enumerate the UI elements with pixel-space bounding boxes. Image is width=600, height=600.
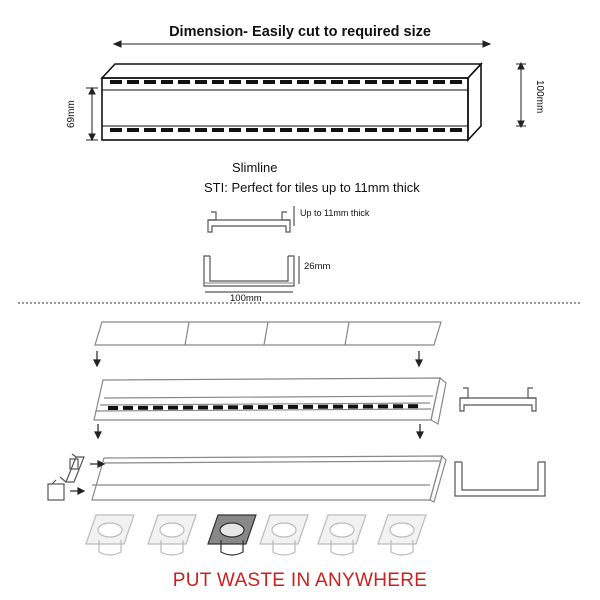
page-title: Dimension- Easily cut to required size (169, 24, 431, 40)
dimension-69mm (86, 86, 98, 142)
slot (229, 128, 241, 132)
slot (127, 80, 139, 84)
slot (331, 128, 343, 132)
slot (246, 128, 258, 132)
slot (382, 80, 394, 84)
slot (144, 128, 156, 132)
slot (212, 128, 224, 132)
waste-outlet (85, 514, 135, 556)
slot (212, 80, 224, 84)
slot (110, 128, 122, 132)
slot (263, 128, 275, 132)
top-dimension-arrow (112, 40, 492, 48)
waste-outlet-positions (85, 514, 427, 556)
slot (280, 80, 292, 84)
slot (348, 128, 360, 132)
tile-frame-slots (108, 404, 418, 410)
slot (288, 404, 298, 409)
slot (258, 405, 268, 410)
slot (183, 405, 193, 410)
waste-outlet (377, 514, 427, 556)
dimension-label-69mm: 69mm (66, 100, 77, 128)
dimension-label-100mm: 100mm (534, 80, 545, 114)
waste-outlet (317, 514, 367, 556)
top-channel-slots-upper (110, 80, 462, 84)
channel-profile (203, 255, 300, 293)
slot (198, 405, 208, 410)
slot (195, 128, 207, 132)
slot (161, 80, 173, 84)
slot (246, 80, 258, 84)
tile-frame (93, 376, 447, 425)
slot (213, 405, 223, 410)
slimline-title: Slimline (232, 160, 278, 175)
down-arrow-icons (93, 351, 424, 440)
slot (297, 128, 309, 132)
tile-thickness-label: Up to 11mm thick (300, 208, 370, 218)
channel-body (91, 454, 447, 503)
slot (433, 128, 445, 132)
slot (450, 80, 462, 84)
slot (123, 405, 133, 410)
slot (127, 128, 139, 132)
end-cap-upper (59, 453, 85, 483)
slot (318, 404, 328, 409)
slot (138, 405, 148, 410)
waste-outlet-selected (207, 514, 257, 556)
waste-outlet (147, 514, 197, 556)
top-channel (100, 61, 483, 143)
slot (178, 128, 190, 132)
slot (416, 128, 428, 132)
slot (399, 80, 411, 84)
slot (450, 128, 462, 132)
slot (348, 404, 358, 409)
slot (303, 404, 313, 409)
slot (416, 80, 428, 84)
slot (433, 80, 445, 84)
slot (161, 128, 173, 132)
slot (382, 128, 394, 132)
slot (408, 404, 418, 409)
slot (178, 80, 190, 84)
right-arrow-icons (70, 460, 106, 495)
slot (229, 80, 241, 84)
slot (110, 80, 122, 84)
slot (144, 80, 156, 84)
slot (228, 405, 238, 410)
slot (108, 406, 118, 410)
footer-slogan: PUT WASTE IN ANYWHERE (172, 570, 428, 591)
slot (378, 404, 388, 409)
slot (348, 80, 360, 84)
slot (243, 405, 253, 410)
dimension-100mm (516, 61, 526, 129)
slot (365, 128, 377, 132)
slot (168, 405, 178, 410)
slot (153, 405, 163, 410)
slot (314, 128, 326, 132)
slot (393, 404, 403, 409)
slot (399, 128, 411, 132)
tile-frame-profile (207, 206, 295, 233)
slot (273, 405, 283, 410)
profile-height-label: 26mm (304, 261, 331, 272)
slot (263, 80, 275, 84)
top-channel-slots-lower (110, 128, 462, 132)
slot (333, 404, 343, 409)
slot (297, 80, 309, 84)
side-tile-frame-profile (459, 387, 537, 412)
slot (314, 80, 326, 84)
side-channel-profile (454, 461, 546, 497)
slimline-description: STI: Perfect for tiles up to 11mm thick (204, 180, 420, 195)
slot (365, 80, 377, 84)
slot (280, 128, 292, 132)
profile-width-label: 100mm (230, 293, 262, 304)
end-cap-lower (47, 479, 65, 501)
tile-strip (94, 321, 442, 346)
slot (363, 404, 373, 409)
slot (331, 80, 343, 84)
slot (195, 80, 207, 84)
waste-outlet (259, 514, 309, 556)
